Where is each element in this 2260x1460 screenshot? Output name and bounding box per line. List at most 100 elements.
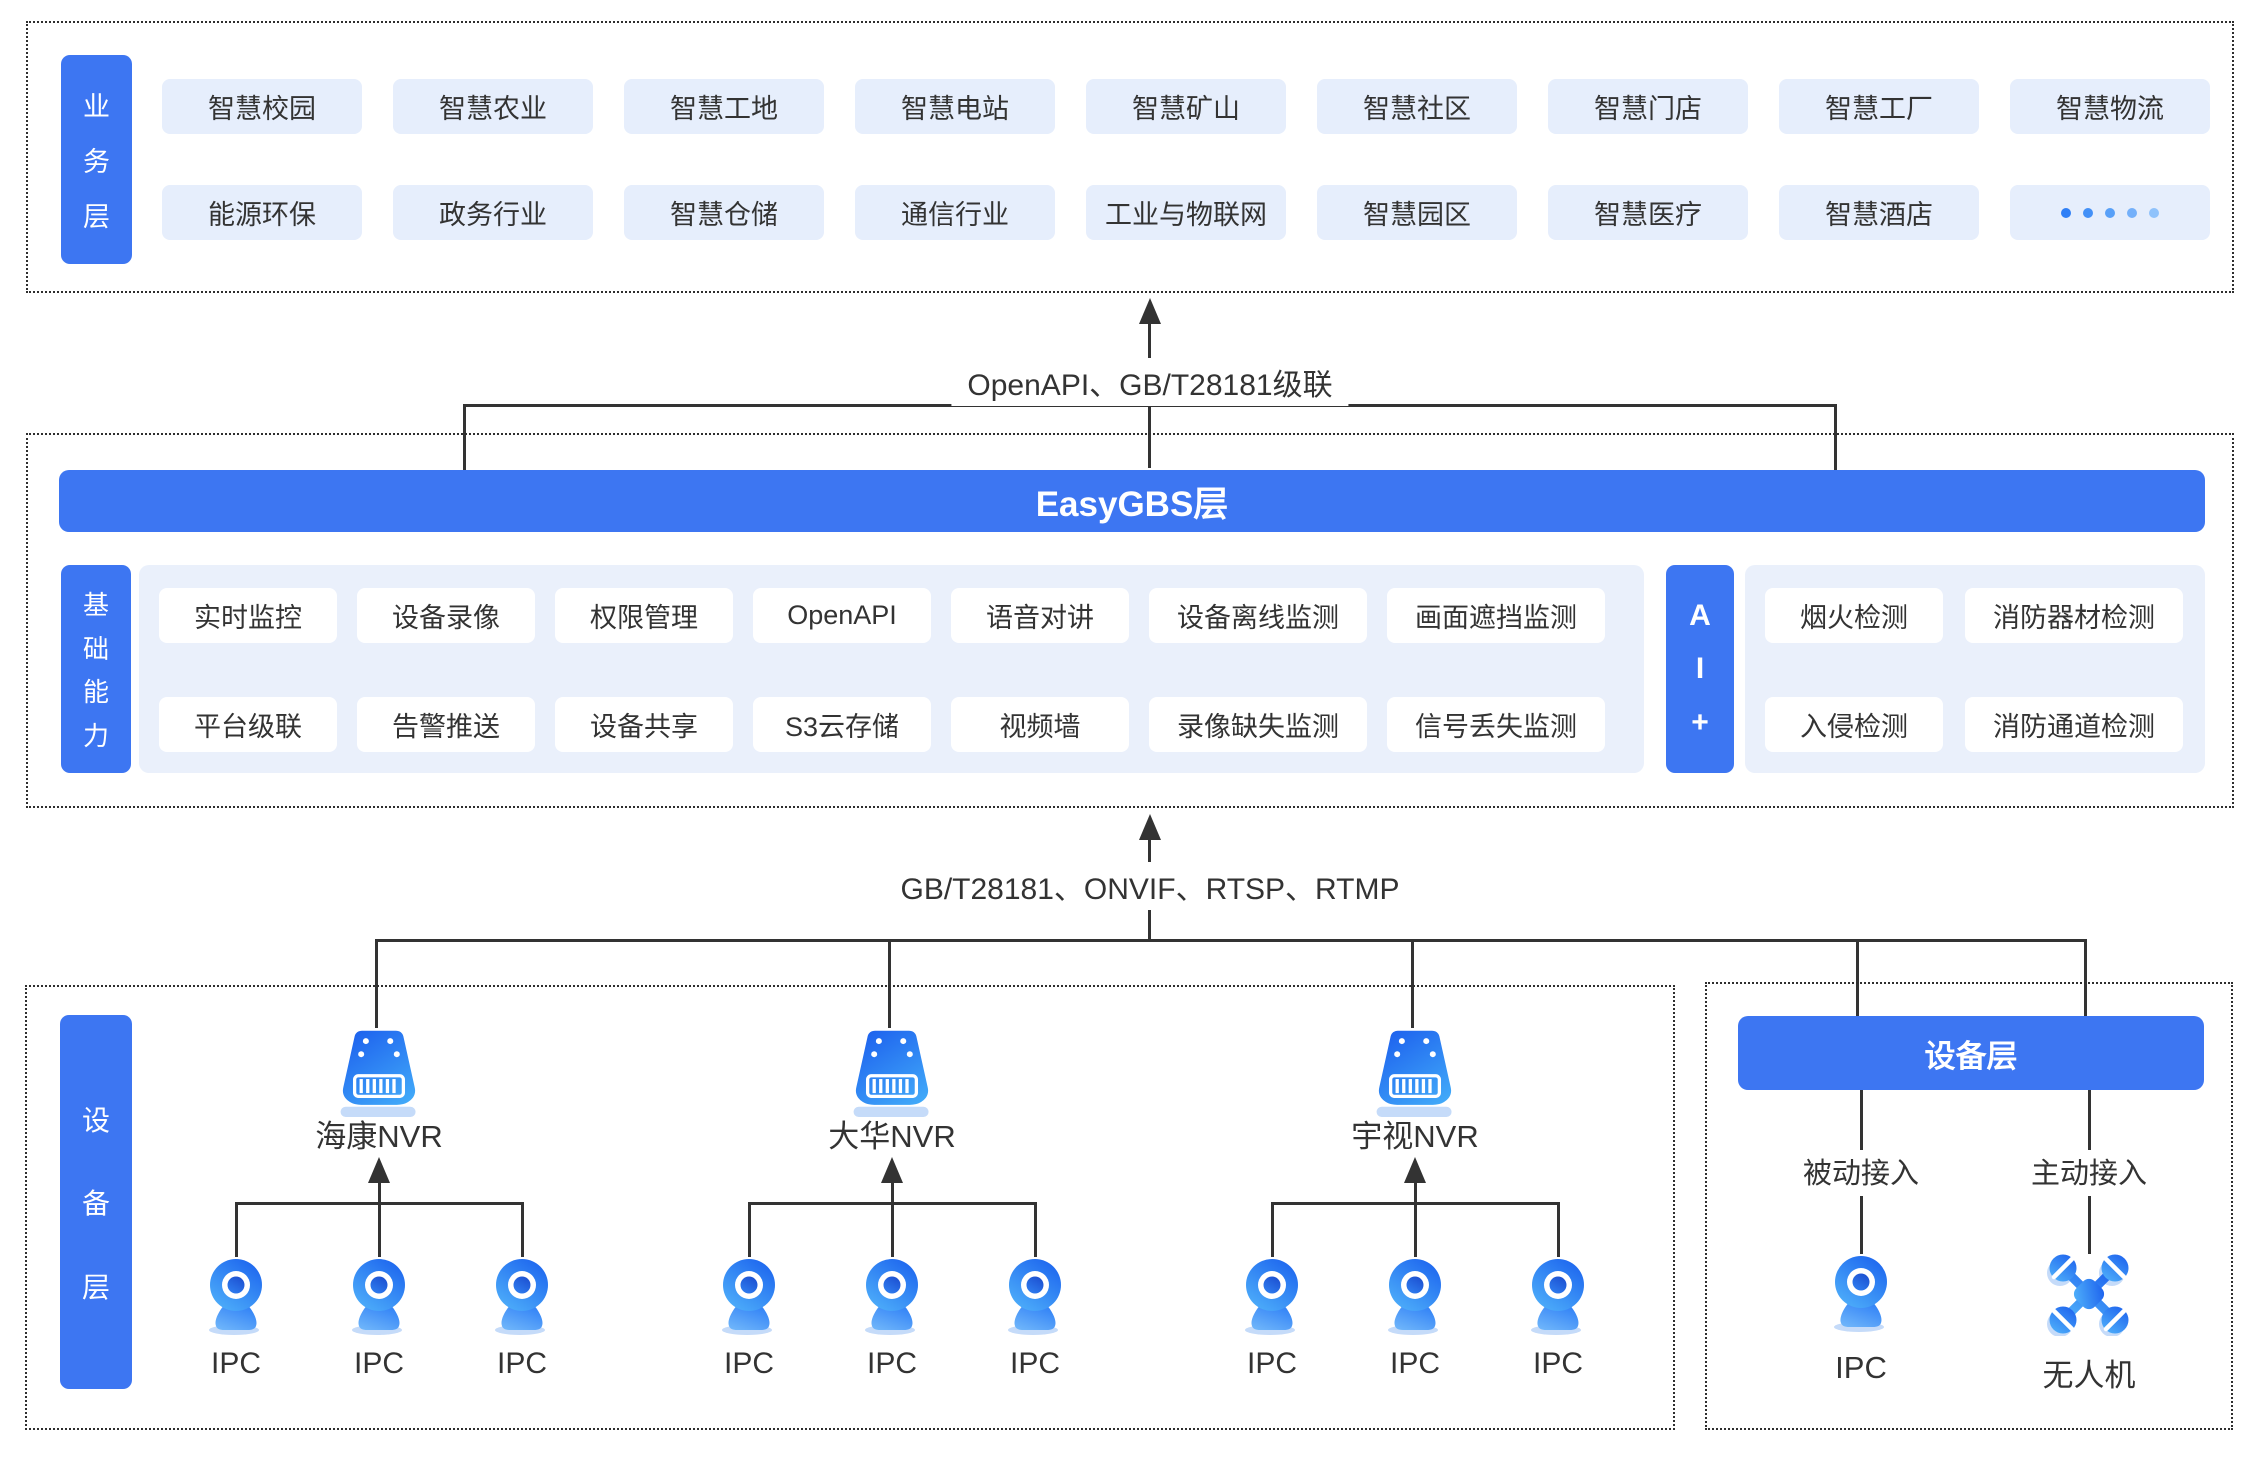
connector-line (1411, 939, 1414, 1028)
ellipsis-dot-icon (2127, 207, 2137, 218)
ellipsis-dot-icon (2083, 207, 2093, 218)
industry-chip-row-1: 智慧校园智慧农业智慧工地智慧电站智慧矿山智慧社区智慧门店智慧工厂智慧物流 (162, 79, 2210, 134)
arrow-up-icon (881, 1157, 903, 1183)
industry-chip: 智慧矿山 (1086, 79, 1286, 134)
industry-chip: 政务行业 (393, 185, 593, 240)
ipc-label: IPC (1532, 1347, 1584, 1380)
active-access-label: 主动接入 (2020, 1150, 2158, 1192)
ipc-label: IPC (1389, 1347, 1441, 1380)
connector-line (1834, 404, 1837, 470)
easygbs-bar: EasyGBS层 (59, 470, 2205, 532)
ellipsis-dot-icon (2149, 207, 2159, 218)
capability-chip: 语音对讲 (951, 588, 1129, 643)
ai-capabilities-panel: 烟火检测消防器材检测 入侵检测消防通道检测 (1745, 565, 2205, 773)
capability-chip: 平台级联 (159, 697, 337, 752)
industry-chip: 智慧仓储 (624, 185, 824, 240)
connector-line (520, 1202, 524, 1257)
device-layer-label: 设备层 (60, 1015, 132, 1389)
ipc-camera-icon (1829, 1254, 1893, 1332)
device-layer-box: 设备层 海康NVR (25, 985, 1675, 1430)
ai-chip-row-1: 烟火检测消防器材检测 (1765, 588, 2183, 643)
connector-line (463, 404, 466, 470)
device-label: IPC (1835, 1350, 1887, 1385)
nvr-icon (847, 1025, 937, 1119)
ipc-label: IPC (496, 1347, 548, 1380)
connector-line (234, 1202, 238, 1257)
capability-chip: 设备共享 (555, 697, 733, 752)
ipc-camera-icon (860, 1257, 924, 1335)
connector-line (1033, 1202, 1037, 1257)
capability-chip: OpenAPI (753, 588, 931, 643)
ipc-label: IPC (353, 1347, 405, 1380)
ai-capability-chip: 烟火检测 (1765, 588, 1943, 643)
top-connector-label: OpenAPI、GB/T28181级联 (951, 358, 1349, 406)
ai-capability-chip: 消防通道检测 (1965, 697, 2183, 752)
industry-chip: 智慧医疗 (1548, 185, 1748, 240)
industry-chip: 能源环保 (162, 185, 362, 240)
ipc-label: IPC (210, 1347, 262, 1380)
industry-chip: 智慧校园 (162, 79, 362, 134)
connector-line (234, 1202, 524, 1205)
ipc-label: IPC (1009, 1347, 1061, 1380)
connector-line (1859, 1090, 1863, 1150)
connector-line (2087, 1196, 2091, 1254)
industry-chip: 智慧工厂 (1779, 79, 1979, 134)
nvr-label: 海康NVR (315, 1119, 443, 1154)
capability-chip: 实时监控 (159, 588, 337, 643)
industry-chip: 智慧工地 (624, 79, 824, 134)
access-panel-header: 设备层 (1738, 1016, 2204, 1090)
nvr-groups: 海康NVR IPC (27, 987, 1673, 1428)
base-capability-label: 基础能力 (61, 565, 131, 773)
capability-chip: 视频墙 (951, 697, 1129, 752)
connector-line (1556, 1202, 1560, 1257)
ellipsis-dot-icon (2105, 207, 2115, 218)
industry-chip: 智慧物流 (2010, 79, 2210, 134)
industry-chip: 智慧园区 (1317, 185, 1517, 240)
nvr-label: 宇视NVR (1351, 1119, 1479, 1154)
arrow-up-icon (1139, 298, 1161, 324)
connector-line (375, 939, 2087, 942)
ipc-camera-icon (1526, 1257, 1590, 1335)
device-label: 无人机 (2042, 1358, 2136, 1393)
capability-chip: 设备录像 (357, 588, 535, 643)
arrow-up-icon (368, 1157, 390, 1183)
more-industries-chip (2010, 185, 2210, 240)
connector-line (747, 1202, 751, 1257)
connector-line (1270, 1202, 1274, 1257)
nvr-icon (334, 1025, 424, 1119)
capability-chip: 权限管理 (555, 588, 733, 643)
industry-chip: 智慧电站 (855, 79, 1055, 134)
ai-capability-chip: 消防器材检测 (1965, 588, 2183, 643)
ipc-label: IPC (1246, 1347, 1298, 1380)
ipc-label: IPC (866, 1347, 918, 1380)
connector-line (888, 939, 891, 1028)
connector-line (1270, 1202, 1560, 1205)
capability-chip: 画面遮挡监测 (1387, 588, 1605, 643)
access-panel-box: 设备层 被动接入 IPC 主动接入 (1705, 982, 2233, 1430)
industry-chip: 智慧农业 (393, 79, 593, 134)
passive-access-label: 被动接入 (1792, 1150, 1930, 1192)
industry-chip: 工业与物联网 (1086, 185, 1286, 240)
business-layer-box: 业务层 智慧校园智慧农业智慧工地智慧电站智慧矿山智慧社区智慧门店智慧工厂智慧物流… (26, 21, 2234, 293)
ipc-camera-icon (347, 1257, 411, 1335)
ipc-camera-icon (717, 1257, 781, 1335)
ai-capability-chip: 入侵检测 (1765, 697, 1943, 752)
industry-chip: 通信行业 (855, 185, 1055, 240)
ellipsis-dot-icon (2061, 207, 2071, 218)
arrow-up-icon (1404, 1157, 1426, 1183)
industry-chip-row-2: 能源环保政务行业智慧仓储通信行业工业与物联网智慧园区智慧医疗智慧酒店 (162, 185, 2210, 240)
ipc-camera-icon (1003, 1257, 1067, 1335)
nvr-icon (1370, 1025, 1460, 1119)
industry-chip: 智慧社区 (1317, 79, 1517, 134)
nvr-label: 大华NVR (828, 1119, 956, 1154)
connector-line (2084, 939, 2087, 1016)
connector-line (1856, 939, 1859, 1016)
connector-line (747, 1202, 1037, 1205)
connector-line (890, 1181, 894, 1257)
drone-icon (2047, 1252, 2131, 1336)
ipc-camera-icon (204, 1257, 268, 1335)
